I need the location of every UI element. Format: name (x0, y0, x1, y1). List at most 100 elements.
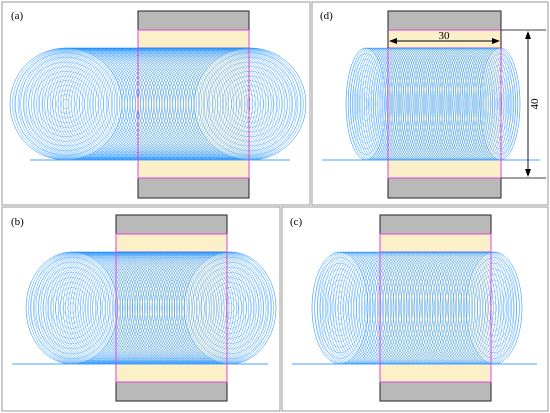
end-face-ring (487, 70, 513, 138)
lower-sample (379, 363, 492, 383)
end-face-ring (323, 274, 358, 342)
end-face-ring (495, 92, 505, 116)
coil-turn (316, 251, 374, 365)
end-face-ring (314, 257, 366, 359)
end-face-ring (42, 272, 102, 344)
end-face-ring (353, 70, 379, 138)
end-face-ring (198, 52, 302, 156)
end-face-ring (217, 292, 243, 324)
end-face-ring (317, 263, 363, 354)
end-face-ring (355, 75, 377, 133)
coil-turn (322, 251, 379, 365)
end-face-ring (61, 99, 71, 109)
lower-magnet (379, 381, 492, 402)
end-face-ring (361, 92, 371, 116)
end-face-ring (33, 71, 99, 137)
sample-region (138, 48, 249, 160)
end-face-ring (347, 53, 385, 155)
end-face-ring (485, 64, 515, 144)
panel-a: (a) (9, 10, 307, 199)
height-arrow-top (525, 31, 531, 39)
panel-b: (b) (11, 214, 277, 402)
end-face-ring (468, 257, 520, 359)
end-face-ring (47, 85, 85, 123)
end-face-ring (471, 263, 517, 354)
upper-sample (137, 29, 250, 49)
sample-outline (115, 233, 228, 383)
upper-magnet (137, 10, 250, 31)
end-face-ring (34, 261, 110, 355)
lower-magnet (137, 177, 250, 199)
upper-magnet (115, 214, 228, 235)
end-face-ring (192, 261, 268, 355)
upper-magnet (387, 10, 502, 31)
end-face-ring (207, 61, 293, 147)
end-face-ring (196, 267, 264, 349)
end-face-ring (359, 86, 373, 121)
end-face-ring (497, 98, 503, 110)
end-face-ring (46, 277, 98, 339)
end-face-ring (213, 287, 247, 329)
sample-outline (379, 233, 492, 383)
end-face-ring (357, 81, 375, 127)
end-face-ring (245, 99, 255, 109)
end-face-ring (55, 287, 89, 329)
end-face-ring (226, 80, 274, 128)
end-face-ring (363, 98, 369, 110)
end-face-ring (489, 75, 511, 133)
height-label: 40 (529, 98, 541, 110)
lower-sample (115, 363, 228, 383)
end-face-ring (42, 80, 90, 128)
end-face-ring (14, 52, 118, 156)
end-face-ring (349, 59, 383, 149)
panel-label: (b) (11, 216, 24, 228)
end-face-ring (334, 296, 346, 320)
sample-outline (137, 29, 250, 179)
panel-label: (c) (290, 216, 303, 228)
end-face-ring (331, 291, 349, 326)
end-face-ring (28, 66, 104, 142)
end-face-ring (67, 302, 77, 314)
end-face-ring (221, 297, 239, 319)
end-face-ring (50, 282, 94, 334)
coil-turn (319, 251, 377, 365)
end-face-ring (204, 277, 256, 339)
width-arrow-right (492, 38, 500, 44)
end-face-ring (19, 57, 113, 151)
end-face-ring (491, 81, 509, 127)
end-face-ring (56, 94, 76, 114)
end-face-ring (479, 279, 509, 337)
panel-label: (a) (11, 10, 24, 22)
upper-sample (115, 233, 228, 253)
coil-turn (33, 251, 126, 365)
end-face-ring (208, 282, 252, 334)
end-face-ring (477, 274, 512, 342)
end-face-ring (59, 292, 85, 324)
panel-frame-a (1, 1, 311, 206)
panel-frame-d (311, 1, 549, 206)
end-face-ring (38, 267, 106, 349)
end-face-ring (483, 59, 517, 149)
end-face-ring (474, 268, 514, 348)
end-face-ring (485, 291, 503, 326)
panel-c: (c) (290, 214, 537, 402)
lower-magnet (115, 381, 228, 402)
upper-sample (379, 233, 492, 253)
end-face-ring (351, 64, 381, 144)
end-face-ring (29, 256, 115, 360)
panel-frame-b (1, 206, 281, 412)
end-face-ring (231, 85, 269, 123)
end-face-ring (217, 71, 283, 137)
end-face-ring (25, 251, 119, 365)
end-face-ring (325, 279, 355, 337)
end-face-ring (235, 89, 265, 119)
end-face-ring (37, 75, 95, 133)
end-face-ring (23, 61, 109, 147)
end-face-ring (337, 302, 344, 314)
lower-sample (137, 159, 250, 179)
panel-label: (d) (320, 10, 333, 22)
panel-frame-c (281, 206, 549, 412)
end-face-ring (481, 53, 519, 155)
coil-turn (30, 251, 124, 365)
